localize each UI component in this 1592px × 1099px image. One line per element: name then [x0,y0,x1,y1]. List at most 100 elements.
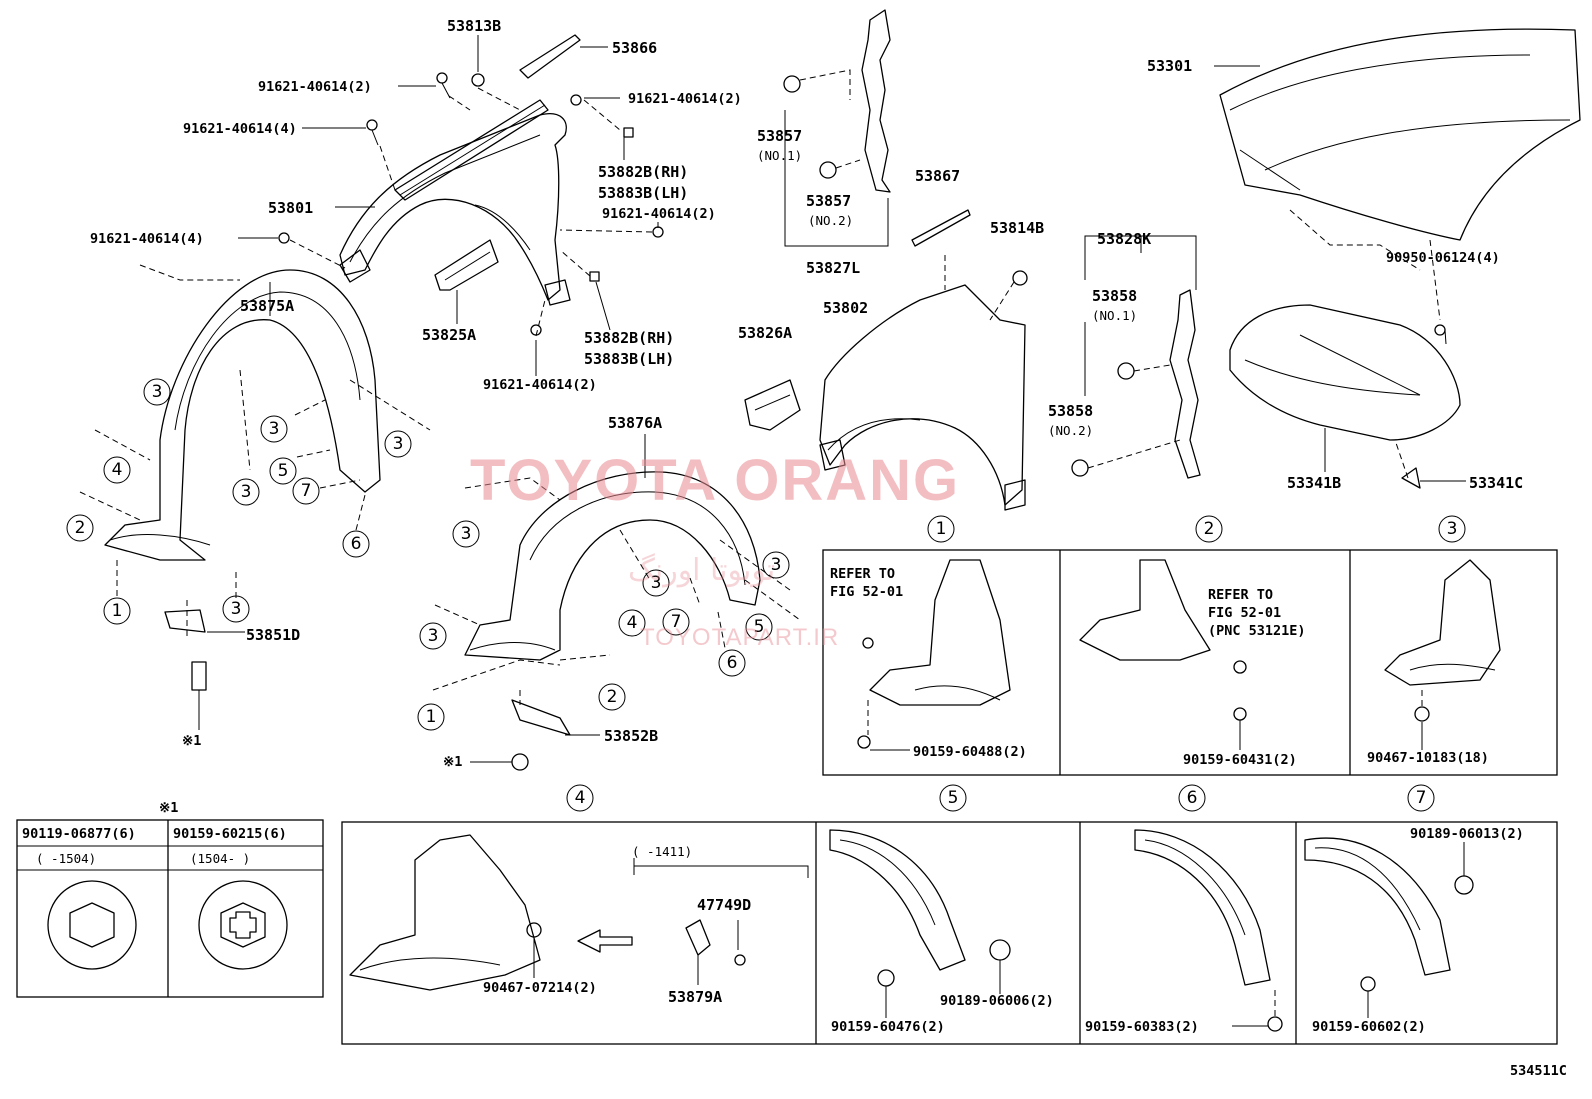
svg-text:3: 3 [651,573,662,593]
detail-num-5: 5 [939,784,967,812]
label-53813B: 53813B [447,17,501,35]
label-53825A: 53825A [422,326,476,344]
label-no1-b: (NO.1) [1092,308,1137,323]
d4-part-a: 47749D [697,896,751,914]
svg-text:2: 2 [75,518,86,538]
label-53301: 53301 [1147,57,1192,75]
d7-part-a: 90189-06013(2) [1410,826,1524,842]
fender-53802-drawing [744,209,1028,511]
label-no1-a: (NO.1) [757,148,802,163]
d1-part: 90159-60488(2) [913,744,1027,760]
label-53882B-1: 53882B(RH) [598,163,688,181]
watermark: TOYOTA ORANG تویوتا اورنگ TOYOTAPART.IR [470,448,960,651]
callout-1-a: 1 [103,597,131,625]
callout-6-b: 6 [718,649,746,677]
label-91621-f: 91621-40614(2) [483,377,597,393]
svg-text:1: 1 [112,601,123,621]
d7-part-b: 90159-60602(2) [1312,1019,1426,1035]
callout-3-b: 3 [232,478,260,506]
label-x1-b: ※1 [443,754,462,770]
callout-7-b: 7 [662,608,690,636]
label-91621-e: 91621-40614(4) [90,231,204,247]
hood-53301-drawing [1214,28,1581,489]
detail-num-1: 1 [927,515,955,543]
d2-part: 90159-60431(2) [1183,752,1297,768]
label-53876A: 53876A [608,414,662,432]
bolt-table-text: ※1 90119-06877(6) 90159-60215(6) ( -1504… [22,800,287,866]
detail-boxes-top [822,549,1558,776]
liner-53876A-drawing [432,434,801,771]
callout-3-c: 3 [222,595,250,623]
svg-text:3: 3 [771,555,782,575]
callout-6-a: 6 [342,530,370,558]
d2-refer-3: (PNC 53121E) [1208,623,1306,639]
d5-part-b: 90159-60476(2) [831,1019,945,1035]
svg-text:4: 4 [627,613,638,633]
part-labels: 53813B 53866 91621-40614(2) 91621-40614(… [90,17,1523,770]
fender-leaders [238,35,659,376]
svg-text:2: 2 [1204,519,1215,539]
d6-part-a: 90159-60383(2) [1085,1019,1199,1035]
svg-text:3: 3 [241,482,252,502]
detail-num-7: 7 [1407,784,1435,812]
label-no2-a: (NO.2) [808,213,853,228]
d4-range: ( -1411) [632,844,692,859]
watermark-site: TOYOTAPART.IR [640,624,839,651]
detail-num-3: 3 [1438,515,1466,543]
bolt-table [16,819,324,998]
label-no2-b: (NO.2) [1048,423,1093,438]
bolt-table-marker: ※1 [159,800,178,816]
svg-text:5: 5 [278,461,289,481]
detail-boxes-bottom [341,821,1558,1045]
label-53852B: 53852B [604,727,658,745]
bolt-col1-part: 90119-06877(6) [22,826,136,842]
label-53875A: 53875A [240,297,294,315]
d4-part-b: 53879A [668,988,722,1006]
detail-num-2: 2 [1195,515,1223,543]
d1-refer-1: REFER TO [830,566,895,582]
callout-7-a: 7 [292,477,320,505]
svg-text:2: 2 [607,687,618,707]
label-53801: 53801 [268,199,313,217]
callout-3-e: 3 [384,430,412,458]
callout-3-a: 3 [143,378,171,406]
callout-5-b: 5 [745,613,773,641]
bolt-col2-part: 90159-60215(6) [173,826,287,842]
seal-53828K-drawing [1071,235,1201,479]
callout-circles: 3 4 2 1 3 3 3 3 5 7 6 3 3 1 2 4 3 3 7 5 … [66,378,1466,812]
callout-3-g: 3 [419,622,447,650]
svg-text:7: 7 [1416,788,1427,808]
label-91621-c: 91621-40614(4) [183,121,297,137]
svg-text:5: 5 [948,788,959,808]
label-53851D: 53851D [246,626,300,644]
detail-num-6: 6 [1178,784,1206,812]
figure-code: 534511C [1510,1063,1567,1079]
callout-3-d: 3 [260,415,288,443]
label-53858-1: 53858 [1092,287,1137,305]
d3-part: 90467-10183(18) [1367,750,1489,766]
callout-4-a: 4 [103,456,131,484]
label-53866: 53866 [612,39,657,57]
label-53857-2: 53857 [806,192,851,210]
label-53883B-2: 53883B(LH) [584,350,674,368]
d1-refer-2: FIG 52-01 [830,584,903,600]
label-53827L: 53827L [806,259,860,277]
label-53828K: 53828K [1097,230,1151,248]
watermark-main: TOYOTA ORANG [470,448,960,513]
svg-text:7: 7 [671,612,682,632]
svg-text:3: 3 [231,599,242,619]
callout-2-a: 2 [66,514,94,542]
svg-text:3: 3 [393,434,404,454]
label-53341B: 53341B [1287,474,1341,492]
label-53826A: 53826A [738,324,792,342]
d4-part-c: 90467-07214(2) [483,980,597,996]
detail-num-4: 4 [566,784,594,812]
svg-text:7: 7 [301,481,312,501]
svg-text:1: 1 [936,519,947,539]
callout-3-f: 3 [452,520,480,548]
seal-53827L-drawing [783,9,891,247]
label-91621-a: 91621-40614(2) [258,79,372,95]
svg-text:4: 4 [575,788,586,808]
bolt-col2-range: (1504- ) [190,851,250,866]
